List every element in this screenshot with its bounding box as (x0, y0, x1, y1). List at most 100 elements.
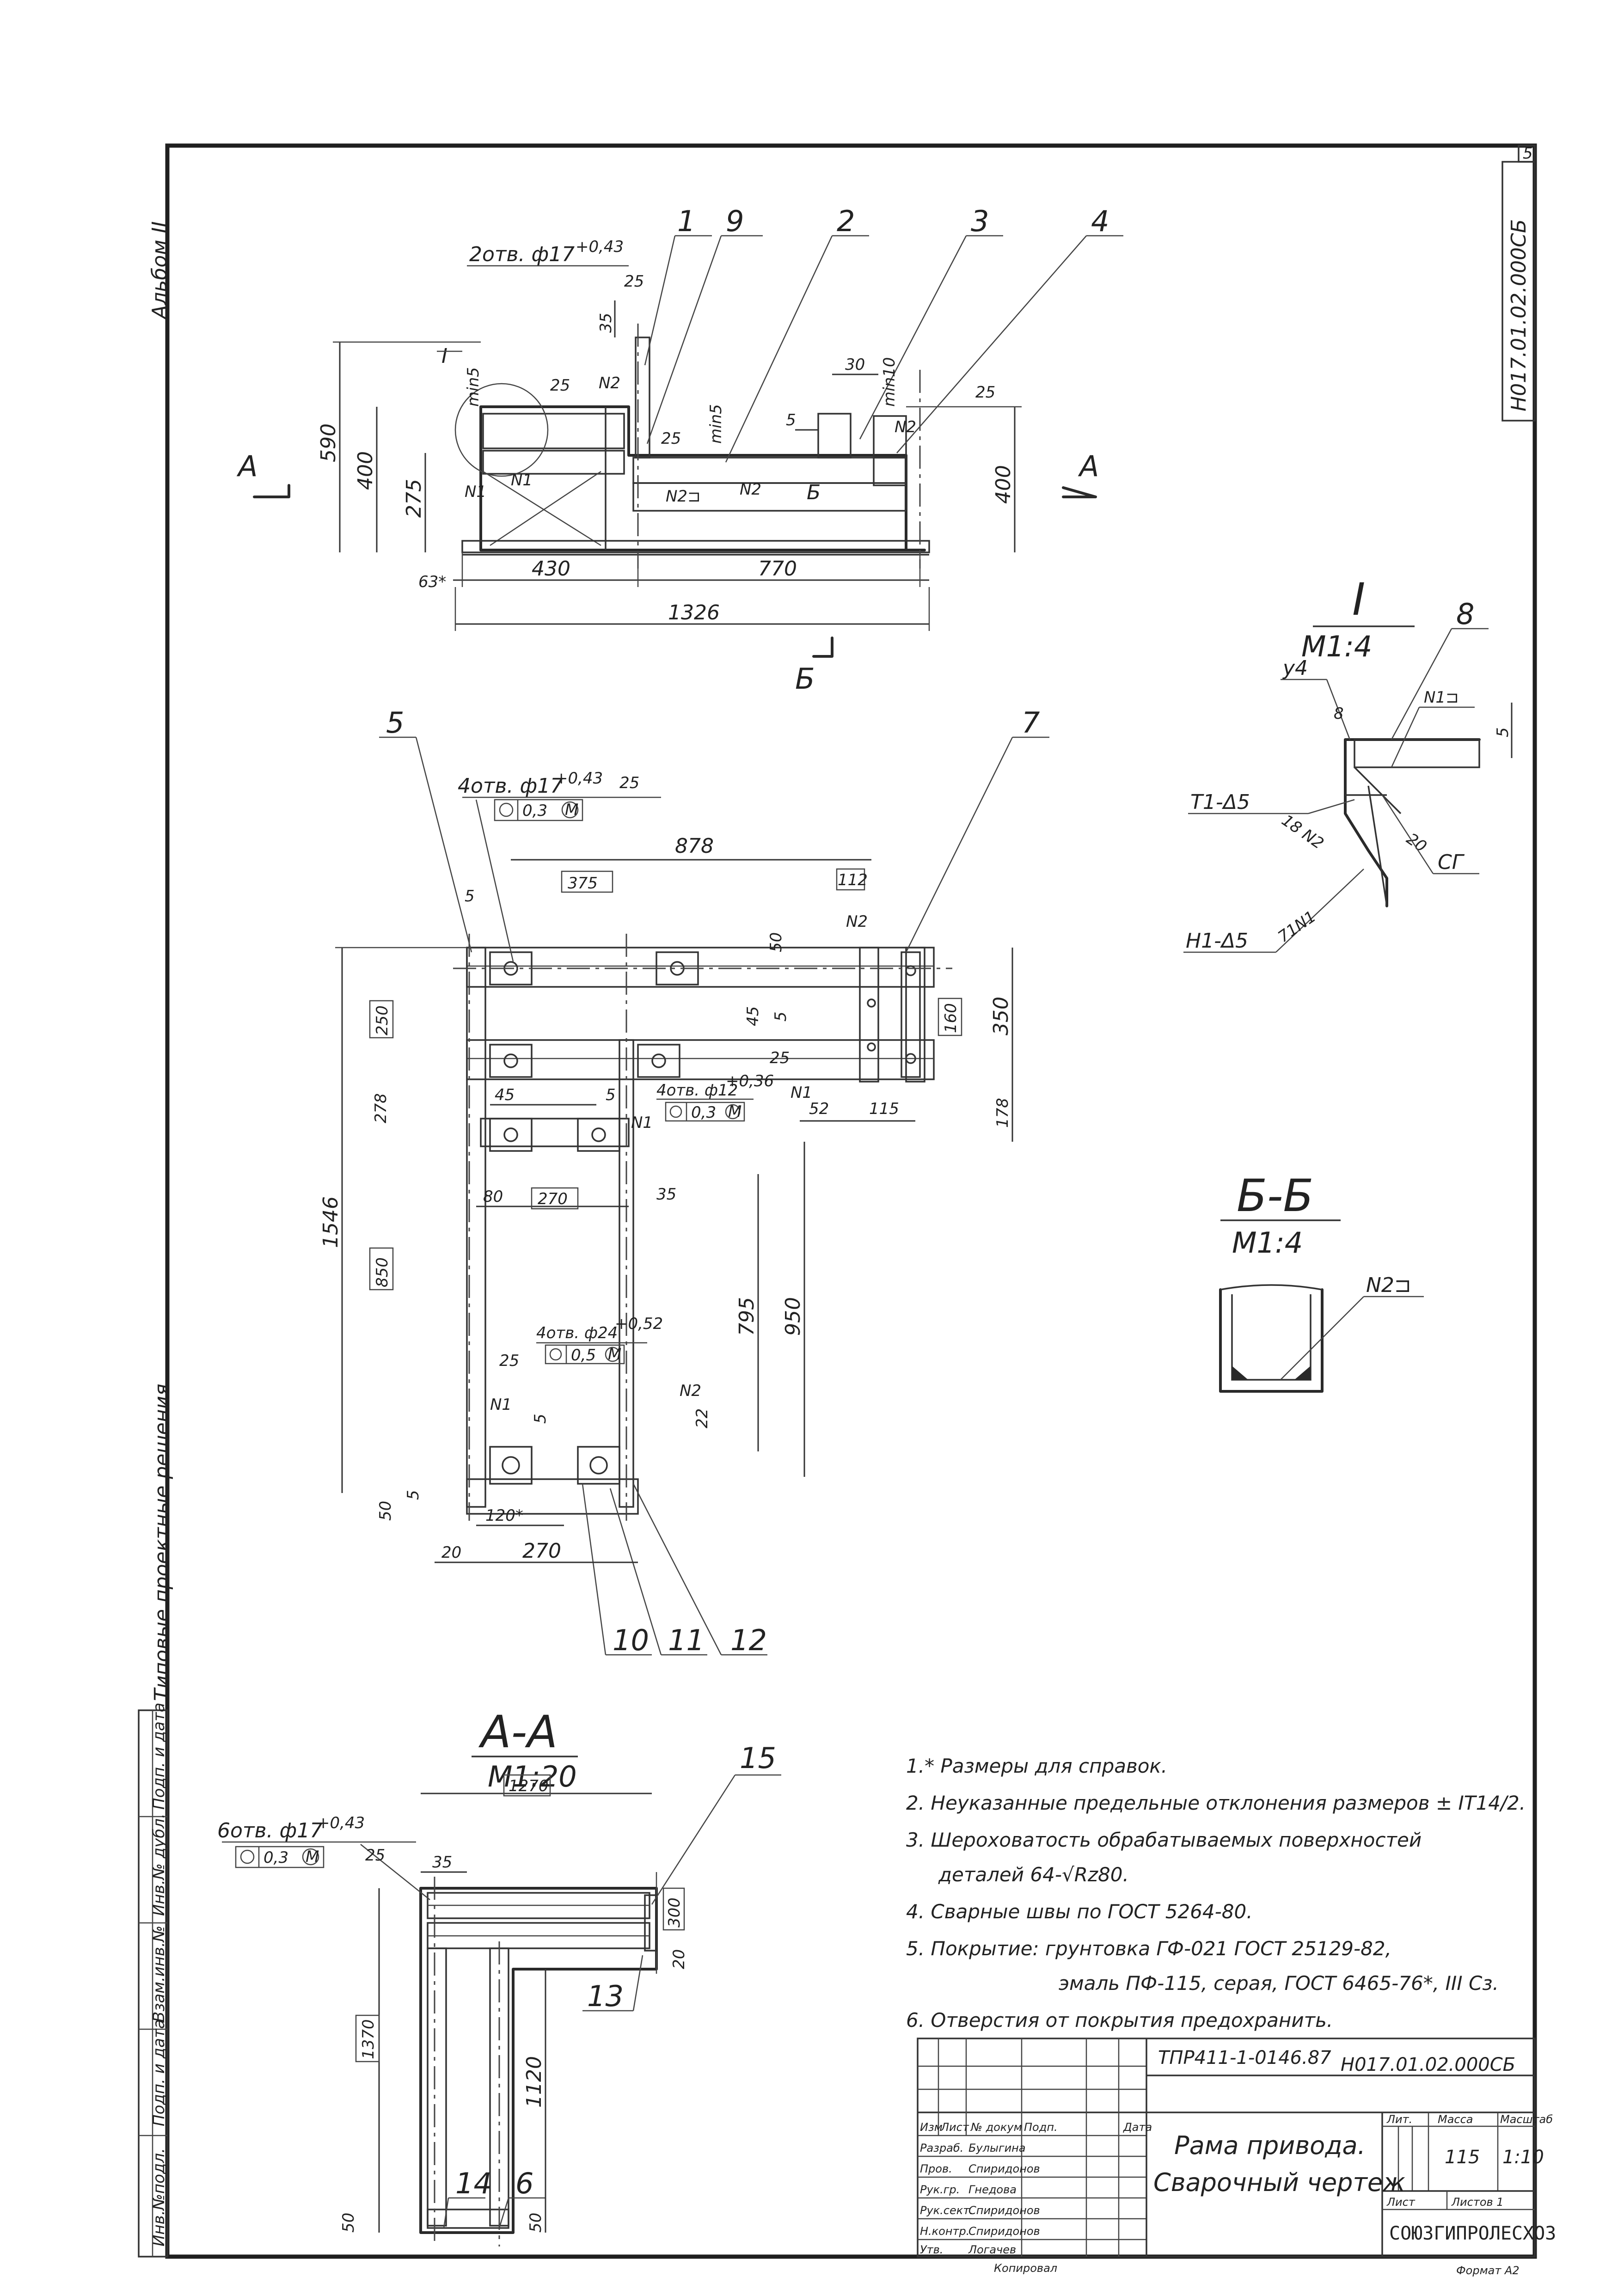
tb-role-2: Пров. (920, 2162, 952, 2175)
dim-400-left: 400 (354, 451, 377, 490)
tb-col-list: Лист (940, 2121, 969, 2134)
dim-375: 375 (568, 874, 598, 893)
plan-holes-c-tol: +0,52 (615, 1315, 663, 1333)
tb-name-6-person: Логачев (968, 2243, 1016, 2256)
strip-cell-2: Подп. и дата (150, 2019, 168, 2126)
tb-name-1: Рама привода. (1174, 2131, 1366, 2160)
top-view: А А Б Б 2отв. ф17 +0,43 25 1 9 2 3 4 I N… (236, 204, 1123, 696)
plan-weld-a: 25 (619, 774, 639, 792)
dim-35: 35 (597, 313, 615, 333)
top-dimensions: 590 400 275 400 35 30 5 63* 430 770 1326 (317, 300, 1022, 631)
section-AA-dim-1270: 1270 (509, 1777, 549, 1795)
plan-plates (489, 951, 921, 1485)
inner-section-mark: Б (807, 481, 821, 504)
dim-20: 20 (441, 1543, 461, 1562)
dim-5: 5 (786, 411, 796, 429)
strip-cell-4: Инв.№ дубл. (150, 1813, 168, 1916)
album-label: Альбом II (148, 221, 172, 320)
note-5: 5. Покрытие: грунтовка ГФ-021 ГОСТ 25129… (906, 1937, 1391, 1960)
dim-50a: 50 (767, 932, 785, 952)
top-weld-mark-4: 25 (975, 383, 995, 402)
detail-I-weld1: Т1-Δ5 (1190, 790, 1250, 814)
detail-I-weld2-mark: 71N1 (1275, 907, 1319, 947)
dim-160: 160 (942, 1003, 960, 1033)
tb-doc-code: Н017.01.02.000СБ (1341, 2054, 1515, 2075)
tb-name-4-person: Спиридонов (968, 2204, 1040, 2217)
top-leg-1: min5 (464, 367, 483, 407)
top-weld-mark-3: 25 (661, 429, 681, 448)
top-mark-n1-b: N1 (465, 483, 486, 501)
tb-sheets-label: Листов 1 (1451, 2196, 1504, 2209)
dim-770: 770 (758, 557, 797, 581)
top-mark-n2-b: N2⊐ (666, 487, 701, 506)
section-mark-a-left: А (236, 449, 257, 483)
plan-callout-5: 5 (386, 706, 404, 740)
dim-178: 178 (993, 1098, 1012, 1128)
tb-name-2-person: Спиридонов (968, 2162, 1040, 2175)
dim-1546: 1546 (319, 1196, 343, 1248)
page-number: 5 (1523, 144, 1533, 163)
plan-callout-11: 11 (668, 1623, 705, 1657)
dim-950: 950 (781, 1297, 805, 1336)
detail-I-scale: М1:4 (1301, 630, 1372, 663)
top-weld-mark-2: 25 (550, 376, 570, 395)
plan-tol-b: 0,3 (691, 1103, 716, 1122)
section-AA-weld: 25 (365, 1846, 385, 1865)
section-AA: А-А М1:20 6отв. ф17 +0,43 0,3 М 25 15 13… (217, 1706, 781, 2246)
dim-52: 52 (809, 1100, 829, 1118)
plan-tol-a: 0,3 (522, 802, 547, 820)
dim-80: 80 (483, 1187, 503, 1206)
dim-120: 120* (485, 1506, 523, 1525)
tb-role-3: Рук.гр. (920, 2183, 960, 2196)
section-AA-mod: М (306, 1848, 319, 1866)
tb-scale-head: Масштаб (1500, 2113, 1553, 2126)
dim-25: 25 (770, 1049, 790, 1067)
side-doc-code: Н017.01.02.000СБ (1507, 219, 1531, 411)
plan-callout-10: 10 (613, 1623, 649, 1657)
section-AA-callout-6: 6 (515, 2166, 533, 2200)
plan-tol-c: 0,5 (571, 1346, 596, 1365)
dim-63: 63* (418, 573, 446, 591)
notes: 1.* Размеры для справок. 2. Неуказанные … (906, 1755, 1526, 2032)
dim-850: 850 (373, 1257, 392, 1287)
plan-callout-12: 12 (730, 1623, 767, 1657)
plan-holes-b-tol: +0,36 (726, 1072, 774, 1090)
note-3: 3. Шероховатость обрабатываемых поверхно… (906, 1829, 1422, 1851)
callout-2: 2 (837, 204, 855, 238)
plan-view: 4отв. ф17 +0,43 0,3 М 25 4отв. ф12 +0,36… (319, 706, 1049, 1657)
callout-9: 9 (726, 204, 744, 238)
section-AA-dim-300: 300 (665, 1897, 684, 1928)
dim-400-right: 400 (992, 465, 1015, 504)
callout-3: 3 (971, 204, 989, 238)
tb-name-1-person: Булыгина (968, 2142, 1026, 2154)
detail-I-cut8: 8 (1334, 704, 1344, 723)
detail-I: I М1:4 8 у4 8 N1⊐ 5 Т1-Δ5 18 N2 Н1-Δ5 71… (1183, 574, 1513, 953)
section-AA-callout-14: 14 (455, 2166, 492, 2200)
dim-1326: 1326 (668, 601, 720, 624)
top-hole-tol: +0,43 (576, 238, 624, 256)
tb-mass: 115 (1445, 2147, 1480, 2168)
tb-role-1: Разраб. (920, 2142, 963, 2154)
dim-45a: 45 (744, 1006, 762, 1026)
tb-col-date: Дата (1123, 2121, 1152, 2134)
section-AA-holes: 6отв. ф17 (217, 1819, 323, 1842)
section-AA-dim-35: 35 (432, 1853, 452, 1872)
callout-4: 4 (1091, 204, 1109, 238)
dim-430: 430 (532, 557, 570, 581)
top-callouts: 1 9 2 3 4 (644, 204, 1123, 463)
plan-mod-b: М (728, 1102, 742, 1121)
dim-878: 878 (675, 834, 714, 858)
section-mark-a-right: А (1078, 449, 1099, 483)
tb-col-doc: № докум (970, 2121, 1022, 2134)
detail-BB-mark: N2⊐ (1366, 1273, 1411, 1297)
dim-275: 275 (402, 479, 426, 518)
dim-270a: 270 (538, 1190, 568, 1208)
dim-5c: 5 (606, 1086, 616, 1104)
dim-115: 115 (869, 1100, 899, 1118)
detail-I-dim5: 5 (1494, 727, 1512, 737)
note-1: 1.* Размеры для справок. (906, 1755, 1167, 1777)
note-5b: эмаль ПФ-115, серая, ГОСТ 6465-76*, III … (1059, 1972, 1499, 1995)
tb-format: Формат А2 (1456, 2264, 1520, 2277)
section-AA-title: А-А (478, 1706, 558, 1758)
